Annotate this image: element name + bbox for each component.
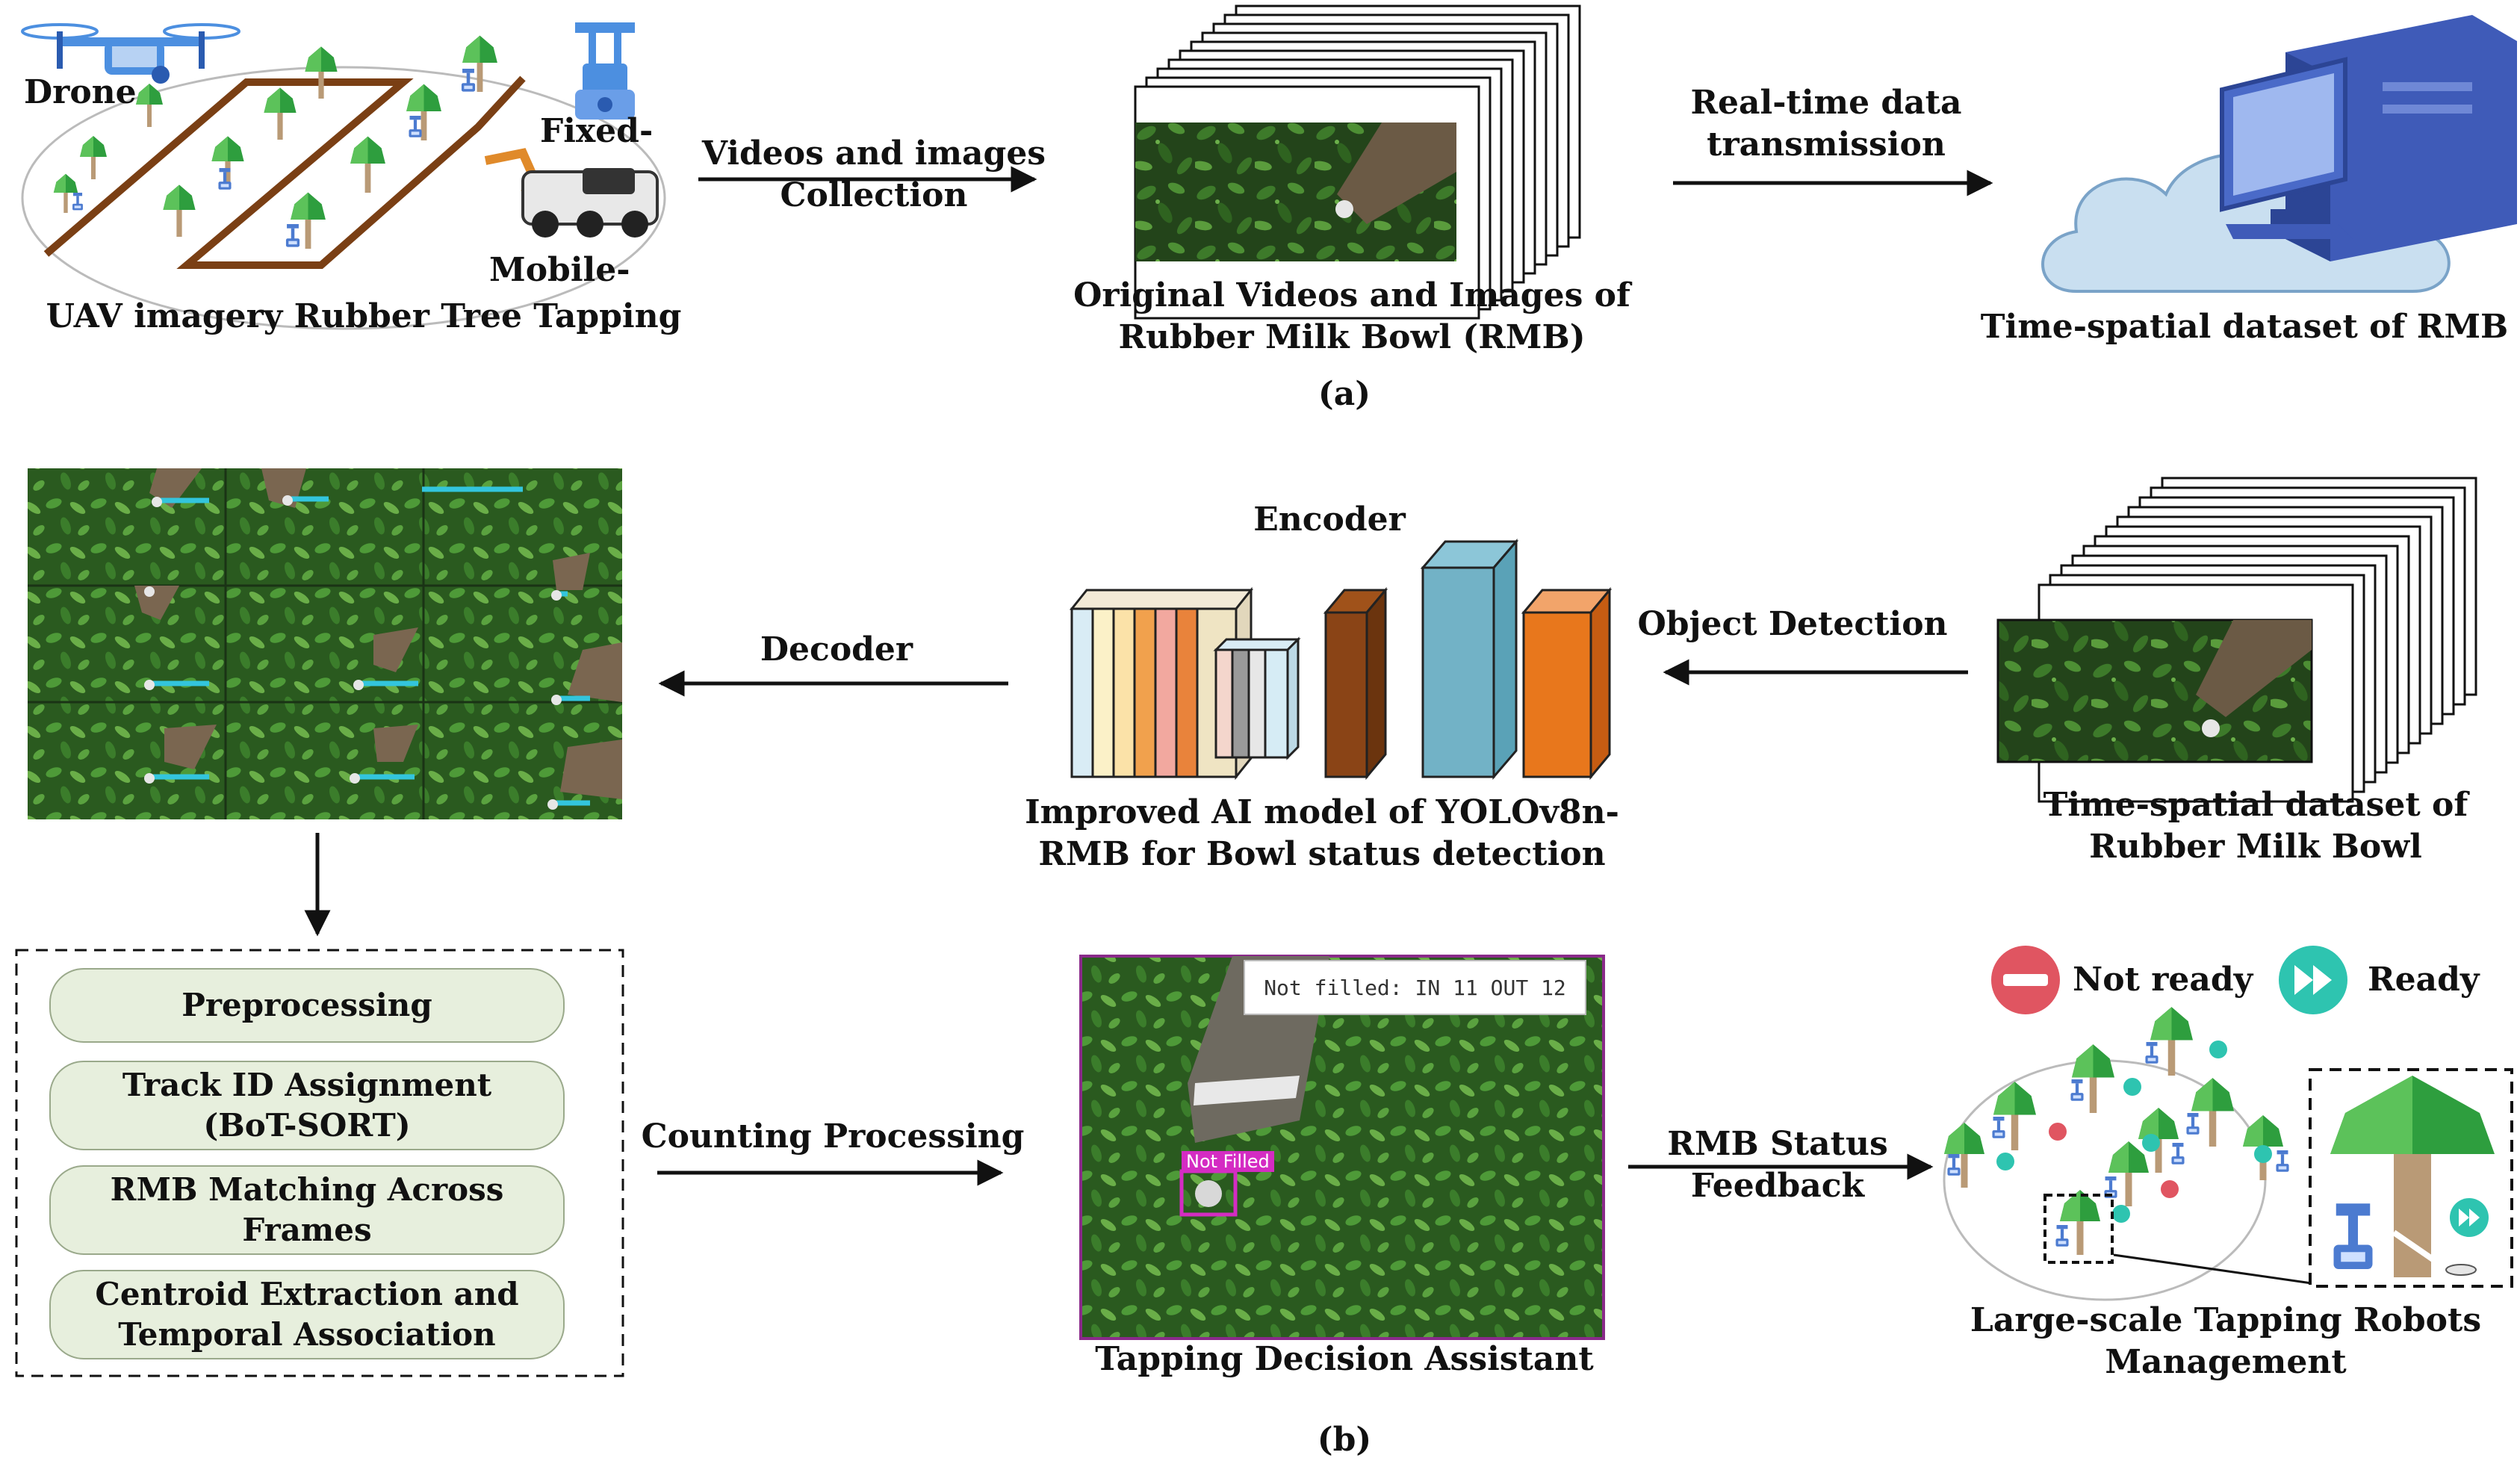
counting-steps-box — [15, 949, 624, 1377]
dataset-caption-line-2: Rubber Milk Bowl — [2089, 828, 2422, 866]
detection-tag: Not Filled — [1182, 1151, 1274, 1172]
feedback-label-line-2: Feedback — [1690, 1167, 1865, 1205]
step-centroid-extraction: Centroid Extraction and Temporal Associa… — [49, 1270, 565, 1359]
not-ready-legend-label: Not ready — [2073, 961, 2253, 999]
step-track-id-assignment: Track ID Assignment (BoT-SORT) — [49, 1061, 565, 1150]
dataset-frame-stack — [1996, 477, 2477, 803]
cloud-caption: Time-spatial dataset of RMB — [1980, 308, 2509, 346]
step-label: Centroid Extraction and — [95, 1276, 519, 1312]
step-preprocessing: Preprocessing — [49, 968, 565, 1043]
robot-field-scene — [1943, 1007, 2312, 1301]
step-label: RMB Matching Across — [110, 1171, 504, 1208]
model-caption-line-2: RMB for Bowl status detection — [1038, 835, 1606, 873]
step-label: Frames — [242, 1212, 372, 1248]
decoder-label: Decoder — [760, 630, 913, 669]
frames-caption-line-2: Rubber Milk Bowl (RMB) — [1118, 318, 1586, 356]
field-caption: UAV imagery Rubber Tree Tapping — [46, 297, 682, 335]
panel-b-caption: (b) — [1317, 1421, 1372, 1459]
not-ready-icon — [1991, 946, 2060, 1014]
step-label: Temporal Association — [118, 1316, 496, 1353]
collection-label-line-1: Videos and images — [701, 134, 1046, 173]
transmission-label-line-1: Real-time data — [1690, 84, 1962, 122]
step-label: Track ID Assignment — [122, 1067, 492, 1103]
computer-icon — [2220, 15, 2517, 261]
video-frame-stack — [1134, 4, 1581, 320]
object-detection-label: Object Detection — [1637, 605, 1948, 643]
mobile-robot-icon — [484, 148, 659, 238]
count-overlay: Not filled: IN 11 OUT 12 — [1244, 960, 1586, 1015]
tapping-decision-frame — [1079, 955, 1605, 1340]
transmission-label-line-2: transmission — [1707, 125, 1946, 164]
ready-icon — [2279, 946, 2347, 1014]
drone-icon — [21, 23, 240, 84]
counting-label: Counting Processing — [641, 1117, 1025, 1156]
step-rmb-matching: RMB Matching Across Frames — [49, 1165, 565, 1255]
management-caption-line-2: Management — [2105, 1343, 2347, 1381]
management-caption-line-1: Large-scale Tapping Robots — [1970, 1301, 2482, 1339]
encoder-label: Encoder — [1253, 500, 1406, 539]
panel-a-caption: (a) — [1318, 375, 1371, 413]
mobile-robot-label: Mobile- — [489, 251, 630, 289]
drone-label: Drone — [24, 73, 137, 111]
fixed-robot-label: Fixed- — [540, 112, 654, 150]
yolo-model-blocks — [1069, 538, 1613, 781]
frames-caption-line-1: Original Videos and Images of — [1073, 276, 1630, 314]
robot-detail-zoom — [2309, 1068, 2513, 1288]
ready-legend-label: Ready — [2368, 961, 2480, 999]
uav-field-scene — [21, 22, 666, 330]
feedback-label-line-1: RMB Status — [1667, 1125, 1888, 1163]
dataset-caption-line-1: Time-spatial dataset of — [2043, 786, 2468, 824]
assistant-caption: Tapping Decision Assistant — [1095, 1340, 1594, 1378]
tracking-frame-grid — [28, 468, 622, 819]
collection-label-line-2: Collection — [780, 176, 968, 214]
step-label: Preprocessing — [181, 987, 432, 1023]
model-caption-line-1: Improved AI model of YOLOv8n- — [1025, 793, 1619, 831]
fixed-robot-icon — [575, 22, 635, 120]
step-label: (BoT-SORT) — [203, 1107, 411, 1144]
